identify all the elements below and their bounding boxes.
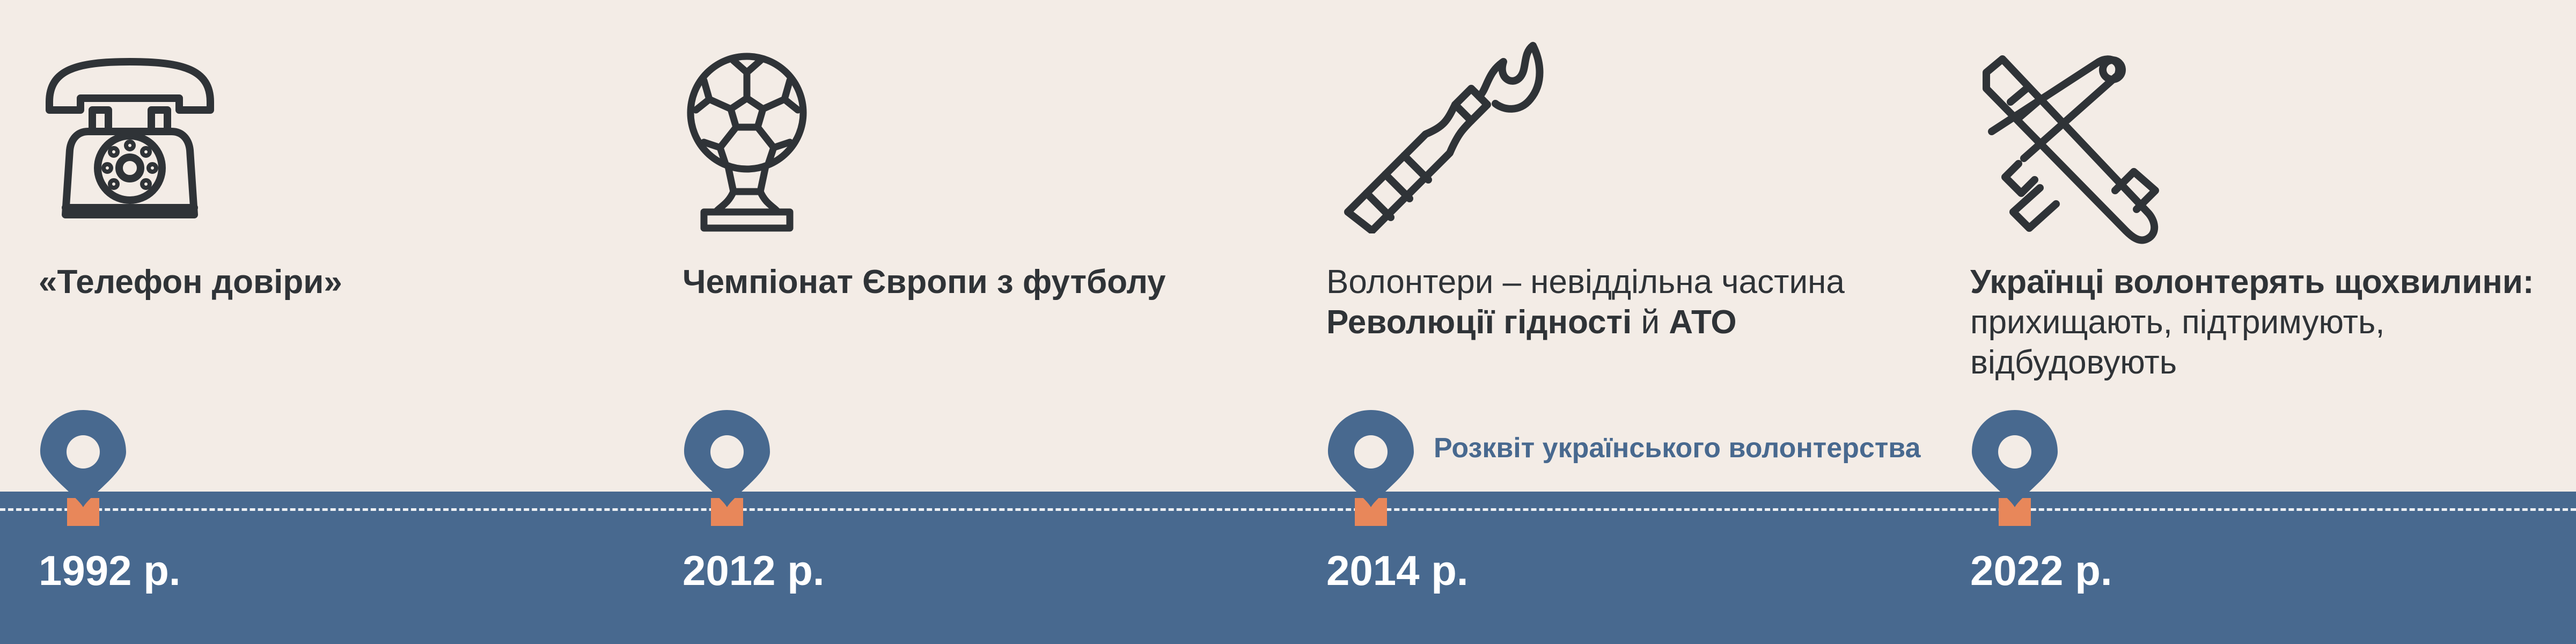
timeline-dashed-line <box>0 508 2576 511</box>
map-pin-icon <box>1325 408 1417 531</box>
map-pin-icon <box>681 408 773 531</box>
event-year: 2022 р. <box>1970 547 2112 594</box>
event-description: Українці волонтерять щохвилини: прихищаю… <box>1970 262 2576 383</box>
event-description: Чемпіонат Європи з футболу <box>682 262 1300 302</box>
football-trophy-icon <box>682 51 811 236</box>
event-text-rest: прихищають, підтримують, відбудовують <box>1970 304 2385 381</box>
event-title-b: АТО <box>1669 304 1737 341</box>
event-title-a: Революції гідності <box>1326 304 1632 341</box>
molotov-cocktail-icon <box>1326 40 1552 236</box>
drone-icon <box>1970 51 2174 252</box>
event-title: Чемпіонат Європи з футболу <box>682 264 1166 301</box>
highlight-label: Розквіт українського волонтерства <box>1434 433 1921 464</box>
event-description: «Телефон довіри» <box>39 262 656 302</box>
telephone-icon <box>39 51 221 231</box>
event-title: «Телефон довіри» <box>39 264 342 301</box>
timeline-band <box>0 492 2576 644</box>
map-pin-icon <box>1969 408 2060 531</box>
timeline-event-1992: «Телефон довіри» 1992 р. <box>39 0 672 644</box>
timeline-event-2012: Чемпіонат Європи з футболу 2012 р. <box>682 0 1316 644</box>
event-description: Волонтери – невіддільна частина Революці… <box>1326 262 1943 342</box>
map-pin-icon <box>38 408 129 531</box>
timeline-event-2022: Українці волонтерять щохвилини: прихищаю… <box>1970 0 2576 644</box>
event-title: Українці волонтерять щохвилини: <box>1970 264 2534 301</box>
event-text-mid: й <box>1632 304 1669 341</box>
timeline-event-2014: Волонтери – невіддільна частина Революці… <box>1326 0 1959 644</box>
event-year: 1992 р. <box>39 547 181 594</box>
event-year: 2012 р. <box>682 547 825 594</box>
event-year: 2014 р. <box>1326 547 1469 594</box>
event-text-line1: Волонтери – невіддільна частина <box>1326 264 1845 301</box>
